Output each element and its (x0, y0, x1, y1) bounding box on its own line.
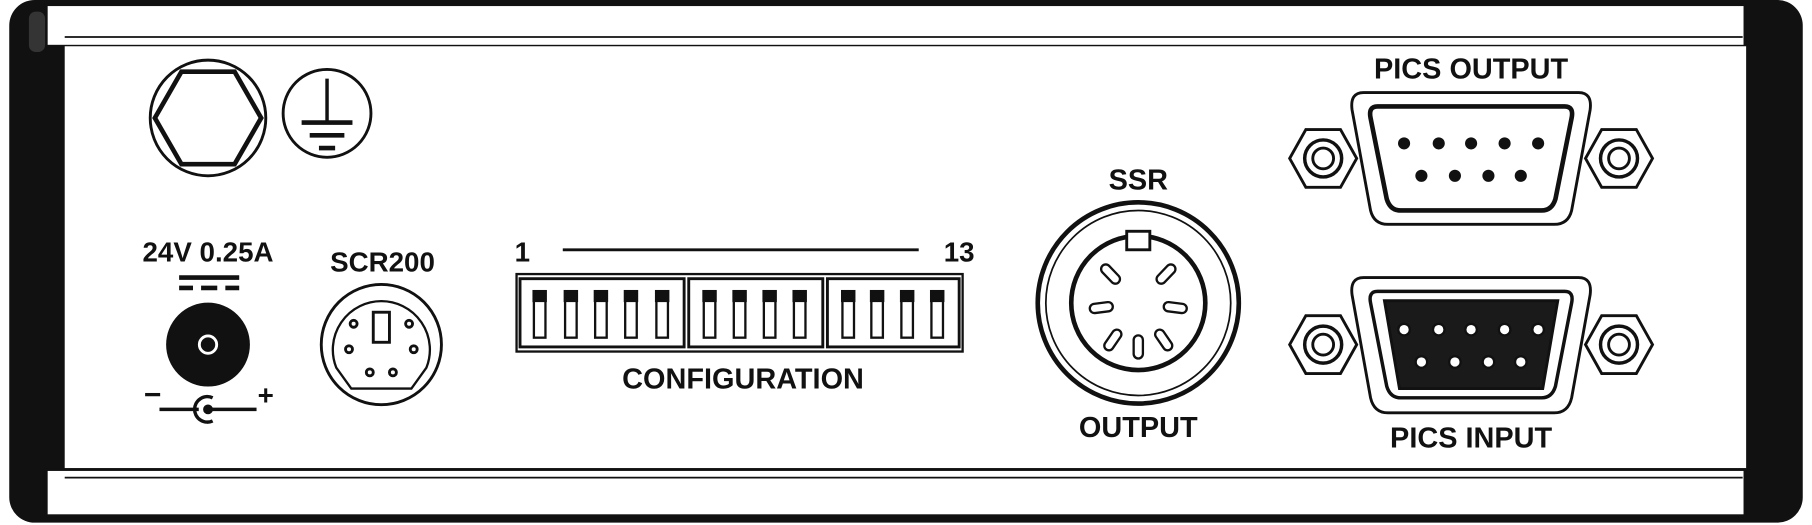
hex-nut-icon (148, 58, 268, 178)
dip-switch-5[interactable] (654, 289, 670, 339)
scr200-label: SCR200 (330, 247, 435, 278)
dsub-pin (1498, 137, 1511, 150)
dc-symbol-icon (179, 275, 240, 291)
scr200-mini-din-port[interactable] (319, 283, 443, 407)
din-pin (1088, 300, 1114, 315)
din-pin (1103, 328, 1123, 352)
din-pin (1099, 263, 1122, 285)
dip-start-label: 1 (515, 236, 530, 267)
din-pin (1155, 263, 1177, 285)
dip-switch-1[interactable] (532, 289, 547, 339)
dip-switch-9[interactable] (792, 289, 807, 339)
dip-switch-11[interactable] (869, 289, 885, 339)
dip-switch-8[interactable] (762, 289, 777, 339)
screw-icon (1288, 128, 1359, 189)
dsub-pin (1431, 322, 1446, 337)
ssr-label: SSR (1109, 165, 1169, 197)
dsub-pin (1514, 169, 1527, 182)
dsub-pin (1465, 137, 1478, 150)
screw-icon (1288, 314, 1359, 375)
dsub-pin (1414, 355, 1429, 369)
dip-switch-13[interactable] (929, 289, 945, 339)
dip-switch-4[interactable] (623, 289, 639, 339)
dsub-pin (1432, 137, 1445, 150)
dsub-pin (1397, 322, 1412, 337)
dip-switch-2[interactable] (563, 289, 579, 339)
dsub-pin (1482, 169, 1495, 182)
pics-output-label: PICS OUTPUT (1374, 54, 1569, 86)
dsub-pin (1531, 322, 1546, 337)
dip-switch-10[interactable] (840, 289, 856, 339)
pics-output-dsub-port[interactable] (1350, 91, 1592, 226)
configuration-label: CONFIGURATION (622, 364, 864, 396)
ssr-din-output-port[interactable] (1035, 200, 1242, 406)
din-pin (1132, 334, 1145, 360)
din-pin (1153, 328, 1174, 352)
dsub-pin (1481, 355, 1496, 369)
dc-power-jack[interactable] (166, 302, 250, 387)
dip-end-label: 13 (944, 236, 975, 267)
output-label: OUTPUT (1079, 412, 1198, 444)
dsub-pin (1497, 322, 1512, 337)
polarity-symbol-icon: − + (144, 379, 274, 424)
power-rating-label: 24V 0.25A (143, 236, 274, 267)
dsub-pin (1513, 355, 1528, 369)
dip-switch-6[interactable] (702, 289, 717, 339)
configuration-dip-switch (515, 272, 964, 353)
svg-text:+: + (258, 380, 274, 411)
screw-icon (1583, 314, 1655, 375)
dsub-pin (1448, 169, 1461, 182)
din-pin (1162, 300, 1188, 315)
dsub-pin (1398, 137, 1411, 150)
screw-icon (1583, 128, 1655, 189)
dip-switch-7[interactable] (732, 289, 747, 339)
pics-input-dsub-port[interactable] (1350, 276, 1592, 415)
svg-text:−: − (144, 379, 162, 412)
dsub-pin (1447, 355, 1462, 369)
ground-icon (281, 67, 373, 159)
pics-input-label: PICS INPUT (1390, 423, 1552, 455)
dip-switch-3[interactable] (593, 289, 609, 339)
dip-switch-12[interactable] (899, 289, 915, 339)
dsub-pin (1464, 322, 1479, 337)
dsub-pin (1532, 137, 1545, 150)
dsub-pin (1415, 169, 1428, 182)
